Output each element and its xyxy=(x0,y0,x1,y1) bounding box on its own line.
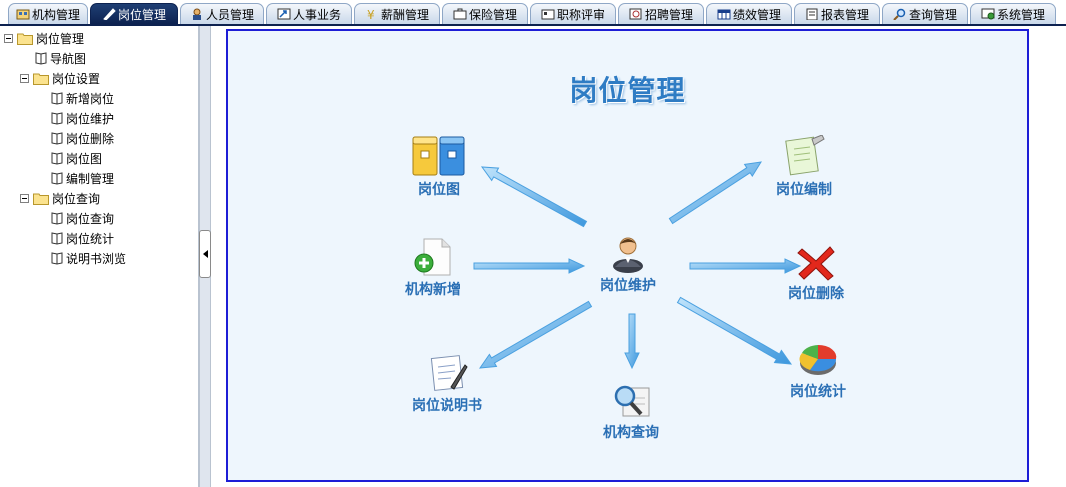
navigation-tree: 岗位管理 导航图 岗位设置 新增岗位 岗位维护 岗位删除 岗位图 编制管理 岗位… xyxy=(0,26,199,487)
arrow-from-new-org xyxy=(473,258,586,274)
diagram-title: 岗位管理 xyxy=(569,74,686,107)
svg-text:¥: ¥ xyxy=(367,8,375,20)
briefcase-icon xyxy=(453,8,467,20)
tree-item-position-chart[interactable]: 岗位图 xyxy=(50,149,102,167)
clipboard-icon xyxy=(805,8,819,20)
tree-node-root[interactable]: 岗位管理 xyxy=(4,29,84,47)
tab-system-management[interactable]: 系统管理 xyxy=(970,3,1056,24)
tab-org-management[interactable]: 机构管理 xyxy=(8,3,88,24)
node-position-chart[interactable]: 岗位图 xyxy=(411,135,467,199)
search-icon xyxy=(893,8,907,20)
magnifier-icon xyxy=(629,8,643,20)
tree-item-position-maintain[interactable]: 岗位维护 xyxy=(50,109,114,127)
node-staffing[interactable]: 岗位编制 xyxy=(776,135,832,199)
tab-salary-management[interactable]: ¥ 薪酬管理 xyxy=(354,3,440,24)
collapse-toggle-icon[interactable] xyxy=(4,33,13,43)
arrow-to-delete xyxy=(689,258,802,274)
tree-node-nav[interactable]: 导航图 xyxy=(34,49,86,67)
folder-icon xyxy=(33,193,49,205)
tree-group-settings[interactable]: 岗位设置 xyxy=(20,69,100,87)
folder-icon xyxy=(33,73,49,85)
collapse-panel-button[interactable] xyxy=(199,230,211,278)
book-page-icon xyxy=(51,132,63,145)
tab-position-management[interactable]: 岗位管理 xyxy=(90,3,178,24)
tab-personnel-management[interactable]: 人员管理 xyxy=(180,3,264,24)
tree-item-position-delete[interactable]: 岗位删除 xyxy=(50,129,114,147)
tree-item-new-position[interactable]: 新增岗位 xyxy=(50,89,114,107)
table-icon xyxy=(717,8,731,20)
tab-hr-business[interactable]: 人事业务 xyxy=(266,3,352,24)
system-gear-icon xyxy=(981,8,995,20)
node-position-stats[interactable]: 岗位统计 xyxy=(790,339,846,401)
node-position-delete[interactable]: 岗位删除 xyxy=(788,243,844,303)
book-page-icon xyxy=(51,232,63,245)
tree-item-position-query[interactable]: 岗位查询 xyxy=(50,209,114,227)
magnifier-document-icon xyxy=(614,385,650,417)
tree-item-position-stats[interactable]: 岗位统计 xyxy=(50,229,114,247)
notepad-icon xyxy=(785,135,825,176)
arrow-to-stats xyxy=(676,296,793,365)
tab-performance-management[interactable]: 绩效管理 xyxy=(706,3,792,24)
document-pen-icon xyxy=(430,355,468,391)
arrow-to-staffing xyxy=(668,161,762,225)
tree-item-manual-browse[interactable]: 说明书浏览 xyxy=(50,249,126,267)
arrow-box-icon xyxy=(277,8,291,20)
tab-report-management[interactable]: 报表管理 xyxy=(794,3,880,24)
tab-query-management[interactable]: 查询管理 xyxy=(882,3,968,24)
book-page-icon xyxy=(35,52,47,65)
book-page-icon xyxy=(51,112,63,125)
module-tab-bar: 机构管理 岗位管理 人员管理 人事业务 ¥ 薪酬管理 保险管理 职称评审 招聘管… xyxy=(0,0,1066,26)
tree-group-query[interactable]: 岗位查询 xyxy=(20,189,100,207)
tab-title-review[interactable]: 职称评审 xyxy=(530,3,616,24)
tab-insurance-management[interactable]: 保险管理 xyxy=(442,3,528,24)
folder-tab-icon xyxy=(541,8,555,20)
yen-icon: ¥ xyxy=(365,8,379,20)
tab-bar-underline xyxy=(0,24,1066,26)
book-page-icon xyxy=(51,152,63,165)
red-x-icon xyxy=(797,246,835,281)
pen-icon xyxy=(102,8,116,20)
folder-icon xyxy=(17,33,33,45)
node-position-maintain[interactable]: 岗位维护 xyxy=(600,233,656,295)
node-org-query[interactable]: 机构查询 xyxy=(603,380,659,442)
node-new-org[interactable]: 机构新增 xyxy=(405,237,461,299)
add-document-icon xyxy=(414,238,451,276)
diagram-arrows xyxy=(473,161,802,370)
arrow-to-chart xyxy=(480,166,588,228)
person-icon xyxy=(190,8,204,20)
user-icon xyxy=(613,237,643,273)
navigation-diagram: 岗位管理 岗位维护 岗位图 xyxy=(226,29,1029,482)
cabinet-icon xyxy=(412,136,465,176)
building-icon xyxy=(16,8,30,20)
book-page-icon xyxy=(51,172,63,185)
collapse-toggle-icon[interactable] xyxy=(20,193,29,203)
node-position-manual[interactable]: 岗位说明书 xyxy=(412,353,482,415)
collapse-toggle-icon[interactable] xyxy=(20,73,29,83)
tree-item-staffing[interactable]: 编制管理 xyxy=(50,169,114,187)
book-page-icon xyxy=(51,92,63,105)
arrow-to-org-query xyxy=(624,313,640,370)
pie-chart-icon xyxy=(799,344,837,375)
tab-recruitment-management[interactable]: 招聘管理 xyxy=(618,3,704,24)
book-page-icon xyxy=(51,212,63,225)
book-page-icon xyxy=(51,252,63,265)
arrow-to-manual xyxy=(478,300,593,369)
